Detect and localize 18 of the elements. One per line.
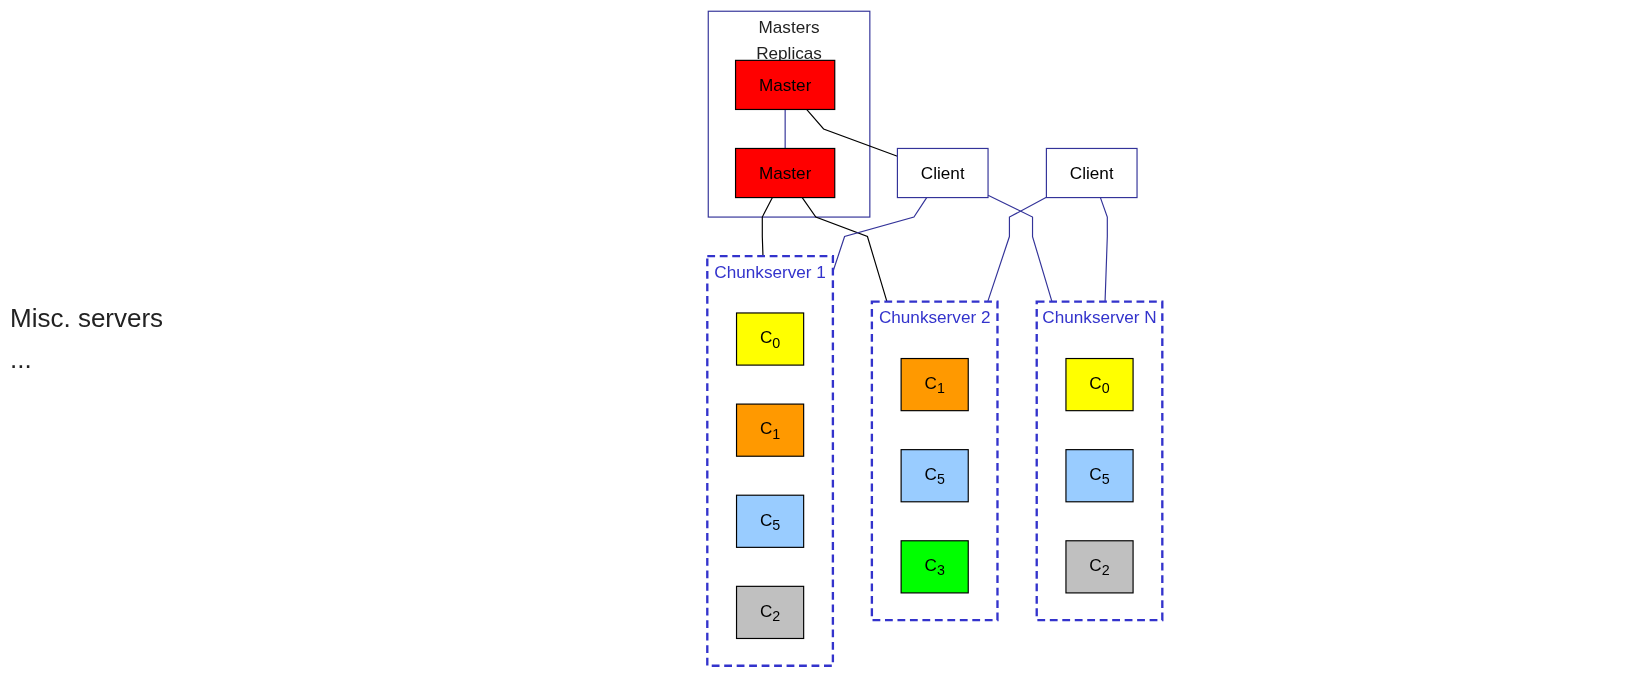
note-label: ... [10,343,33,375]
node-box: C$_{0}$ [1065,357,1134,412]
node-box: Client [1046,147,1138,199]
node-box: C$_{5}$ [736,494,805,548]
node-box: C$_{5}$ [1065,449,1134,503]
node-box: C$_{2}$ [1065,540,1134,594]
node-box: Master [735,147,836,199]
node-box: C$_{0}$ [736,312,805,366]
connector [761,197,774,257]
node-box: C$_{1}$ [736,403,805,457]
node-box: Client [897,147,989,199]
node-box: C$_{5}$ [900,449,969,503]
connector [784,108,786,150]
note-label: Misc. servers [10,302,165,334]
node-box: C$_{2}$ [736,585,805,640]
node-box: C$_{3}$ [900,540,969,594]
node-box: C$_{1}$ [900,357,969,412]
node-box: Master [735,59,836,111]
